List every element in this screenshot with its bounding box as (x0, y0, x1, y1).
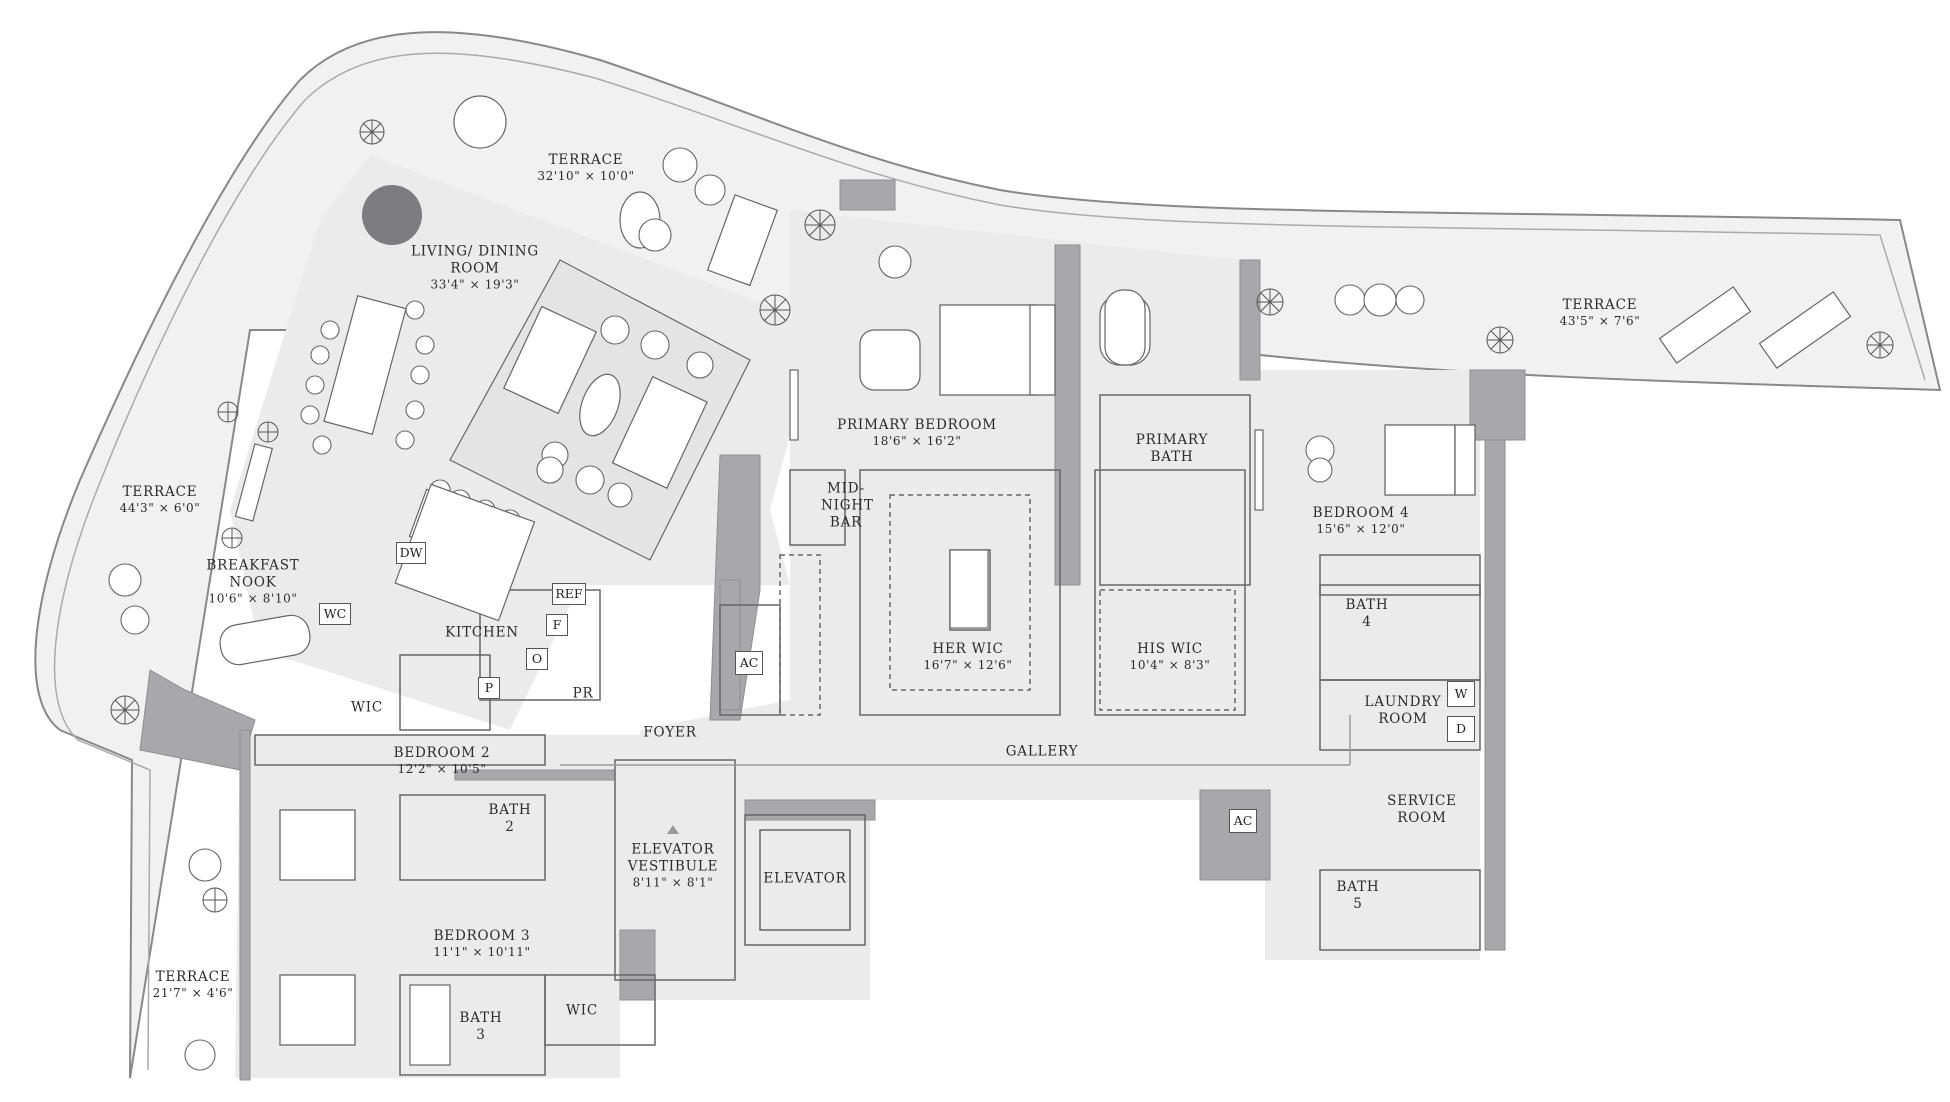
tag-o: O (526, 648, 548, 670)
tag-ac-left: AC (735, 651, 763, 675)
tag-w: W (1447, 681, 1475, 707)
chairs (108, 147, 1425, 1071)
beds (279, 304, 1476, 1046)
elevator-arrow (667, 825, 679, 834)
planter-dark (362, 185, 422, 245)
fixtures (394, 289, 1146, 1066)
tag-p: P (478, 677, 500, 699)
tag-d: D (1447, 716, 1475, 742)
tag-ac-right: AC (1229, 809, 1257, 833)
tag-dw: DW (396, 542, 426, 564)
tag-wc: WC (319, 603, 351, 625)
tag-f: F (546, 614, 568, 636)
partitions (254, 394, 1481, 1076)
terrace-outline-inner (53, 52, 1926, 1071)
walls (139, 179, 1526, 1081)
plants (110, 119, 1894, 913)
tag-ref: REF (552, 583, 586, 605)
